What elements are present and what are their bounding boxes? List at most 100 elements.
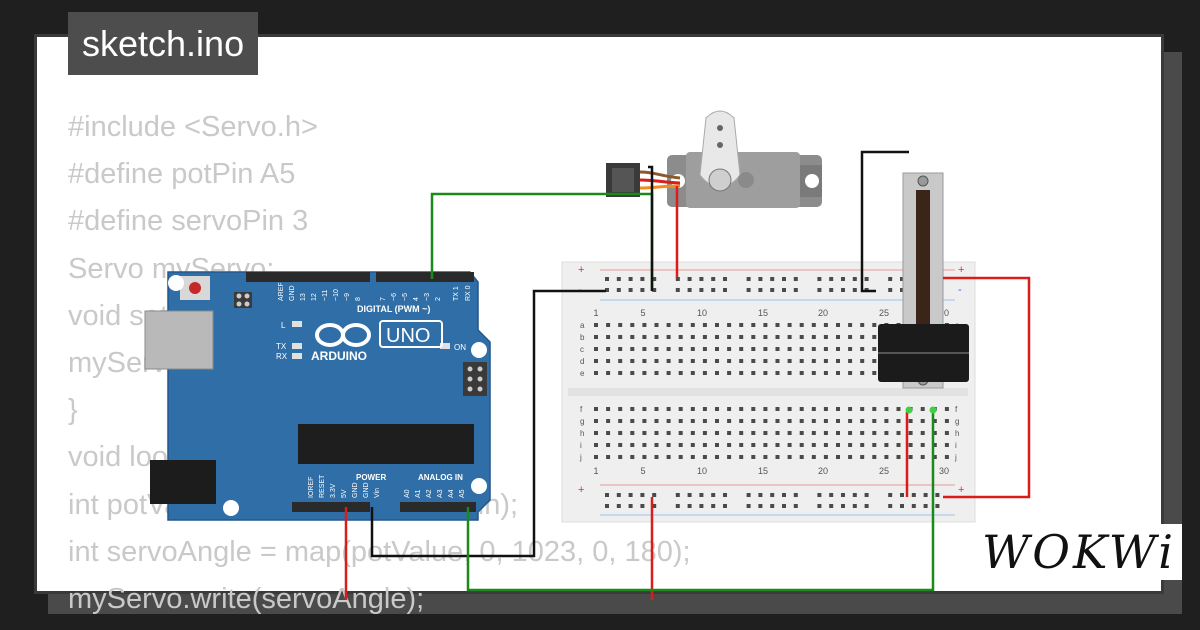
- breadboard-hole: [923, 493, 928, 497]
- breadboard-hole: [739, 431, 744, 435]
- breadboard-hole: [888, 288, 893, 292]
- breadboard-hole: [848, 359, 853, 363]
- breadboard-hole: [852, 277, 857, 281]
- breadboard-hole: [642, 371, 647, 375]
- breadboard-hole: [702, 359, 707, 363]
- breadboard-hole: [618, 407, 623, 411]
- breadboard-hole: [678, 407, 683, 411]
- breadboard-hole: [606, 419, 611, 423]
- row-letter: b: [580, 333, 585, 342]
- breadboard-hole: [763, 335, 768, 339]
- analog-header-label: ANALOG IN: [418, 473, 463, 482]
- breadboard-hole: [715, 347, 719, 351]
- breadboard-hole: [751, 455, 756, 459]
- breadboard-hole: [711, 493, 716, 497]
- code-line: #define servoPin 3: [68, 205, 309, 238]
- breadboard-hole: [911, 504, 916, 508]
- breadboard-hole: [848, 431, 853, 435]
- breadboard-hole: [699, 493, 704, 497]
- pin-label: 3.3V: [330, 483, 337, 498]
- sketch-file-tab[interactable]: sketch.ino: [68, 12, 259, 75]
- breadboard-hole: [896, 443, 901, 447]
- breadboard-hole: [690, 323, 695, 327]
- breadboard-hole: [739, 419, 744, 423]
- breadboard-hole: [654, 347, 659, 351]
- onboard-leds: L TX RX ON: [276, 321, 466, 361]
- breadboard-hole: [666, 371, 671, 375]
- breadboard-hole: [770, 504, 775, 508]
- breadboard-hole: [723, 504, 727, 508]
- breadboard-hole: [642, 347, 647, 351]
- breadboard-hole: [666, 359, 671, 363]
- breadboard-hole: [727, 335, 732, 339]
- breadboard-hole: [836, 407, 840, 411]
- breadboard-hole: [944, 407, 949, 411]
- pin-label: RESET: [319, 474, 326, 498]
- pot-ground-wire: [860, 150, 909, 293]
- breadboard-hole: [678, 443, 683, 447]
- breadboard-hole: [775, 407, 780, 411]
- breadboard-bottom-rail: + +: [578, 484, 964, 516]
- rail-plus-label: +: [578, 484, 584, 496]
- breadboard-hole: [739, 347, 744, 351]
- breadboard-hole: [787, 431, 792, 435]
- breadboard-hole: [727, 407, 732, 411]
- led-label-rx: RX: [276, 352, 288, 361]
- breadboard-hole: [872, 347, 877, 351]
- breadboard-hole: [739, 443, 744, 447]
- arduino-uno-board[interactable]: AREF GND 13 12 ~11 ~10 ~9 8 7 ~6 ~5 4 ~3…: [144, 271, 491, 521]
- breadboard-hole: [888, 504, 893, 508]
- breadboard-hole: [687, 277, 692, 281]
- power-header: [292, 502, 370, 512]
- breadboard-hole: [763, 419, 768, 423]
- breadboard-hole: [628, 288, 633, 292]
- breadboard-hole: [920, 419, 925, 423]
- breadboard-hole: [823, 371, 828, 375]
- breadboard-column-numbers-bottom: 1 5 10 15 20 25 30: [593, 466, 949, 476]
- col-number: 5: [640, 466, 645, 476]
- breadboard-hole: [823, 455, 828, 459]
- breadboard-hole: [860, 371, 865, 375]
- breadboard-hole: [628, 504, 633, 508]
- breadboard-hole: [770, 277, 775, 281]
- breadboard-hole: [594, 443, 598, 447]
- pin-label: ~10: [333, 289, 340, 301]
- breadboard-hole: [944, 455, 949, 459]
- code-line: #define potPin A5: [68, 158, 296, 191]
- code-line: }: [68, 394, 78, 427]
- breadboard-hole: [702, 323, 707, 327]
- pin-label: 7: [380, 297, 387, 301]
- breadboard-hole: [787, 443, 792, 447]
- breadboard-hole: [932, 455, 937, 459]
- breadboard-hole: [746, 288, 751, 292]
- breadboard-hole: [739, 359, 744, 363]
- breadboard-hole: [944, 419, 949, 423]
- breadboard-hole: [654, 371, 659, 375]
- breadboard-hole: [654, 431, 659, 435]
- breadboard-hole: [775, 347, 780, 351]
- breadboard-hole: [678, 371, 683, 375]
- breadboard-hole: [606, 455, 611, 459]
- breadboard-hole: [763, 431, 768, 435]
- breadboard-hole: [666, 323, 671, 327]
- breadboard-hole: [908, 443, 913, 447]
- breadboard-hole: [836, 335, 840, 339]
- breadboard-hole: [618, 323, 623, 327]
- breadboard-hole: [690, 455, 695, 459]
- breadboard-hole: [690, 431, 695, 435]
- breadboard-hole: [642, 419, 647, 423]
- breadboard-hole: [594, 455, 598, 459]
- slide-potentiometer[interactable]: [878, 172, 969, 389]
- breadboard-hole: [908, 455, 913, 459]
- breadboard-hole: [666, 455, 671, 459]
- row-letter: i: [580, 441, 582, 450]
- breadboard-hole: [817, 504, 822, 508]
- servo-motor[interactable]: [606, 110, 822, 208]
- breadboard-hole: [715, 371, 719, 375]
- code-line: int servoAngle = map(potValue, 0, 1023, …: [68, 535, 691, 568]
- code-line: myServo.write(servoAngle);: [68, 582, 425, 615]
- pin-label: IOREF: [308, 477, 315, 498]
- breadboard-hole: [666, 443, 671, 447]
- breadboard-hole: [605, 288, 609, 292]
- breadboard-hole: [678, 359, 683, 363]
